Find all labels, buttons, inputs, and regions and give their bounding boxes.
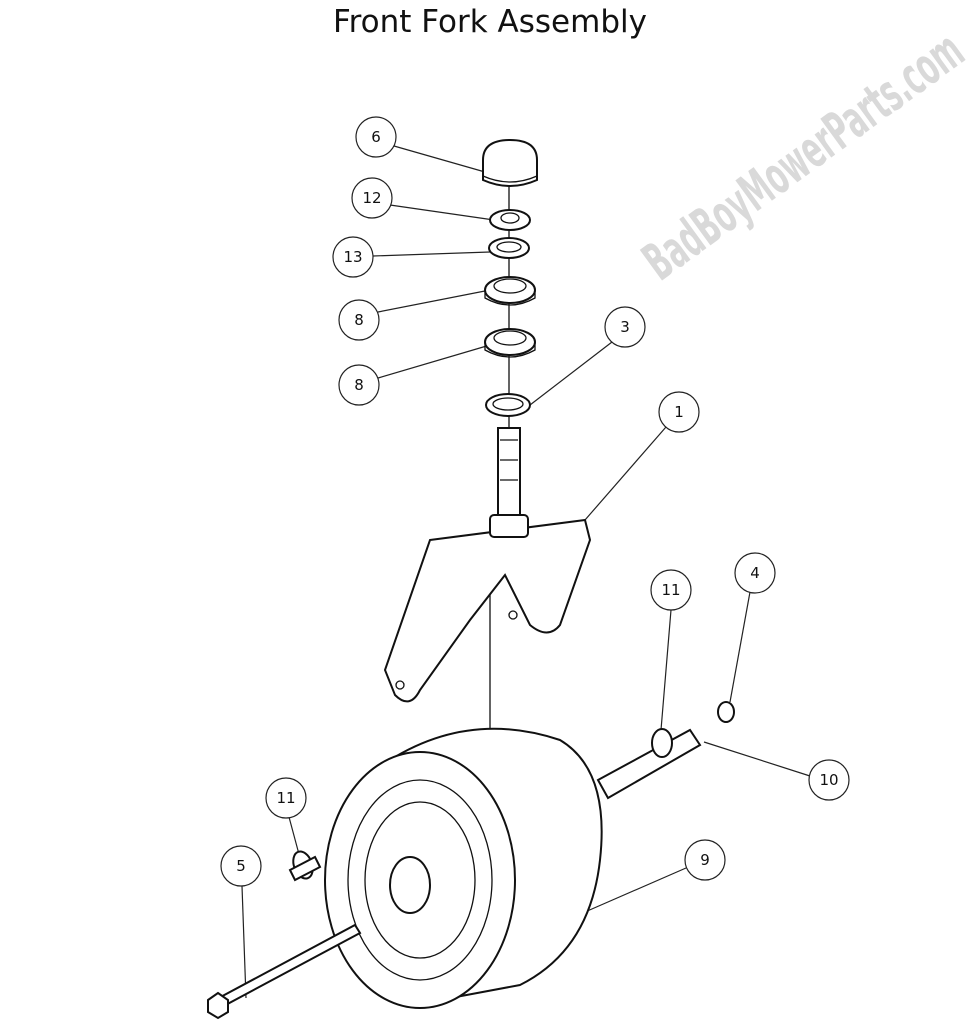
svg-text:8: 8 [354,311,364,329]
svg-text:10: 10 [819,771,838,789]
leader-lines [241,145,811,999]
watermark: BadBoyMowerParts.com [632,21,975,293]
callout-13: 13 [332,236,374,278]
svg-text:6: 6 [371,128,381,146]
svg-text:11: 11 [661,581,680,599]
bearing-lower-part [484,328,536,358]
callout-4: 4 [734,552,776,594]
svg-text:12: 12 [362,189,381,207]
callout-12: 12 [351,177,393,219]
callout-11-right: 11 [650,569,692,611]
svg-text:3: 3 [620,318,630,336]
callout-9: 9 [684,839,726,881]
parts [207,138,735,1020]
fork-part [383,427,592,703]
seal-ring-part [485,393,531,417]
callout-6: 6 [355,116,397,158]
callout-11-left: 11 [265,777,307,819]
dust-cap-part [482,138,538,187]
callout-8-lower: 8 [338,364,380,406]
svg-text:13: 13 [343,248,362,266]
callout-8-upper: 8 [338,299,380,341]
svg-text:8: 8 [354,376,364,394]
nut-part [489,209,531,231]
callout-10: 10 [808,759,850,801]
svg-text:4: 4 [750,564,760,582]
svg-text:9: 9 [700,851,710,869]
svg-text:11: 11 [276,789,295,807]
callout-5: 5 [220,845,262,887]
svg-text:5: 5 [236,857,246,875]
callouts: 6 12 13 8 8 3 1 11 4 10 9 11 5 [220,116,850,887]
washer-part [488,237,530,259]
bolt-part [207,850,362,1020]
spacer-axle-part [596,701,735,800]
svg-text:1: 1 [674,403,684,421]
wheel-part [324,727,603,1009]
diagram-title: Front Fork Assembly [333,4,647,40]
callout-1: 1 [658,391,700,433]
callout-3: 3 [604,306,646,348]
bearing-upper-part [484,276,536,306]
